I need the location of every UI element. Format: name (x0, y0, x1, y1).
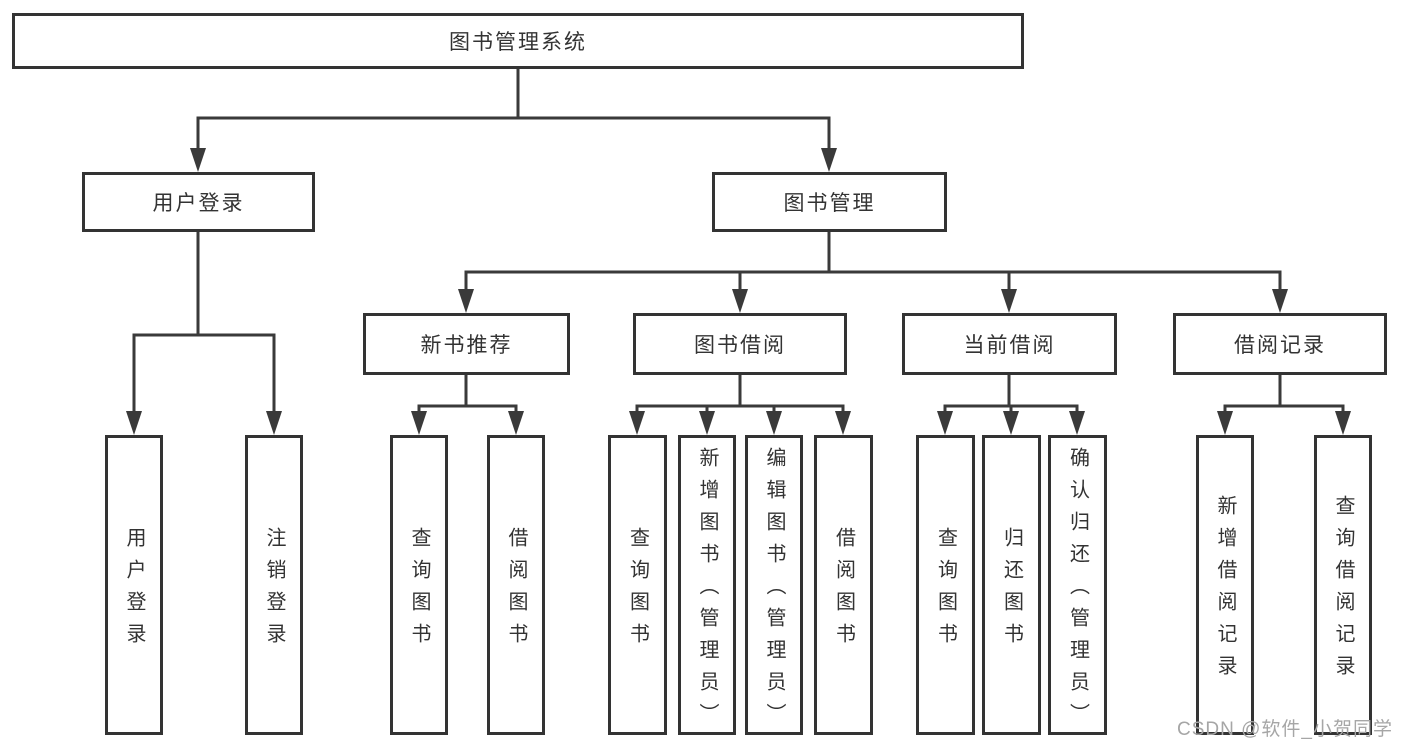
node-root-label: 图书管理系统 (449, 31, 587, 54)
node-root: 图书管理系统 (12, 13, 1024, 69)
leaf-query-books-borrow: 查询图书 (608, 435, 667, 735)
node-borrow-records: 借阅记录 (1173, 313, 1387, 375)
leaf-add-borrow-record-label: 新增借阅记录 (1214, 495, 1236, 687)
leaf-query-borrow-record: 查询借阅记录 (1314, 435, 1372, 735)
leaf-borrow-books-recommend: 借阅图书 (487, 435, 545, 735)
leaf-logout: 注销登录 (245, 435, 303, 735)
node-book-management: 图书管理 (712, 172, 947, 232)
leaf-add-book-admin: 新增图书（管理员） (678, 435, 736, 735)
leaf-query-books-recommend-label: 查询图书 (408, 527, 430, 655)
leaf-return-books-label: 归还图书 (1000, 527, 1023, 655)
leaf-user-login-label: 用户登录 (123, 527, 145, 655)
leaf-edit-book-admin: 编辑图书（管理员） (745, 435, 803, 735)
leaf-user-login: 用户登录 (105, 435, 163, 735)
leaf-query-books-current: 查询图书 (916, 435, 975, 735)
leaf-add-book-admin-label: 新增图书（管理员） (696, 447, 718, 735)
node-user-login-label: 用户登录 (152, 192, 245, 215)
leaf-add-borrow-record: 新增借阅记录 (1196, 435, 1254, 735)
leaf-return-books: 归还图书 (982, 435, 1041, 735)
leaf-query-borrow-record-label: 查询借阅记录 (1332, 495, 1354, 687)
node-book-management-label: 图书管理 (783, 192, 876, 215)
leaf-confirm-return-admin-label: 确认归还（管理员） (1066, 447, 1089, 735)
watermark: CSDN @软件_小贺同学 (1177, 719, 1393, 740)
node-new-book-recommend: 新书推荐 (363, 313, 570, 375)
node-new-book-recommend-label: 新书推荐 (420, 334, 513, 357)
node-current-borrow: 当前借阅 (902, 313, 1117, 375)
node-user-login: 用户登录 (82, 172, 315, 232)
node-current-borrow-label: 当前借阅 (963, 334, 1056, 357)
leaf-query-books-current-label: 查询图书 (934, 527, 957, 655)
leaf-logout-label: 注销登录 (263, 527, 285, 655)
leaf-borrow-books-borrow: 借阅图书 (814, 435, 873, 735)
leaf-confirm-return-admin: 确认归还（管理员） (1048, 435, 1107, 735)
node-book-borrow-label: 图书借阅 (694, 334, 786, 357)
leaf-borrow-books-recommend-label: 借阅图书 (505, 527, 527, 655)
leaf-edit-book-admin-label: 编辑图书（管理员） (763, 447, 785, 735)
leaf-query-books-borrow-label: 查询图书 (626, 527, 649, 655)
node-book-borrow: 图书借阅 (633, 313, 847, 375)
node-borrow-records-label: 借阅记录 (1234, 334, 1326, 357)
leaf-borrow-books-borrow-label: 借阅图书 (832, 527, 855, 655)
leaf-query-books-recommend: 查询图书 (390, 435, 448, 735)
